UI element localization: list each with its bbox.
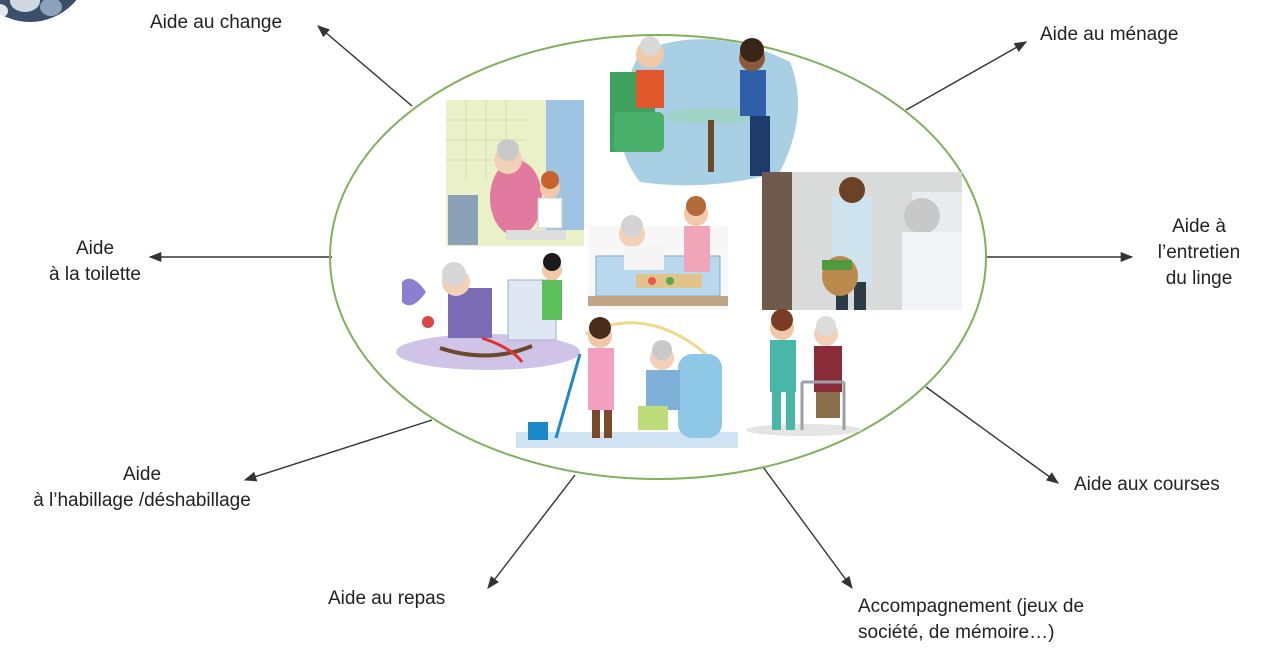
habillage-line-1: Aide (122, 464, 162, 485)
arrow-habillage (243, 419, 433, 482)
meal-tray-illustration (588, 196, 728, 310)
linge-line-1: Aide à (1172, 216, 1226, 237)
laundry-illustration (762, 172, 962, 310)
linge-line-3: du linge (1165, 268, 1233, 289)
toilette-line-1: Aide (75, 238, 115, 259)
label-entretien-du-linge: Aide à l’entretien du linge (1136, 214, 1262, 292)
center-ellipse (329, 34, 987, 480)
rocking-chair-illustration (396, 253, 580, 370)
arrow-courses (925, 386, 1060, 484)
linge-line-2: l’entretien (1157, 242, 1241, 263)
label-aide-au-repas: Aide au repas (328, 588, 446, 609)
accompagnement-line-2: société, de mémoire…) (858, 622, 1055, 643)
label-aide-au-menage: Aide au ménage (1040, 24, 1179, 45)
label-aide-aux-courses: Aide aux courses (1074, 474, 1220, 495)
label-aide-au-change: Aide au change (150, 12, 283, 33)
arrow-accompagnement (762, 466, 853, 590)
arrow-repas (487, 474, 576, 589)
avatar (0, 0, 90, 22)
label-aide-habillage: Aide à l’habillage /déshabillage (4, 462, 280, 514)
arrow-change (317, 25, 413, 107)
walker-illustration (746, 309, 862, 436)
toilette-line-2: à la toilette (49, 264, 141, 285)
label-accompagnement: Accompagnement (jeux de société, de mémo… (858, 594, 1084, 646)
label-aide-a-la-toilette: Aide à la toilette (20, 236, 170, 288)
board-game-illustration (610, 36, 798, 186)
bathing-illustration (446, 100, 584, 246)
habillage-line-2: à l’habillage /déshabillage (33, 490, 251, 511)
mopping-illustration (516, 317, 738, 448)
accompagnement-line-1: Accompagnement (jeux de (858, 596, 1085, 617)
arrow-menage (905, 41, 1028, 111)
